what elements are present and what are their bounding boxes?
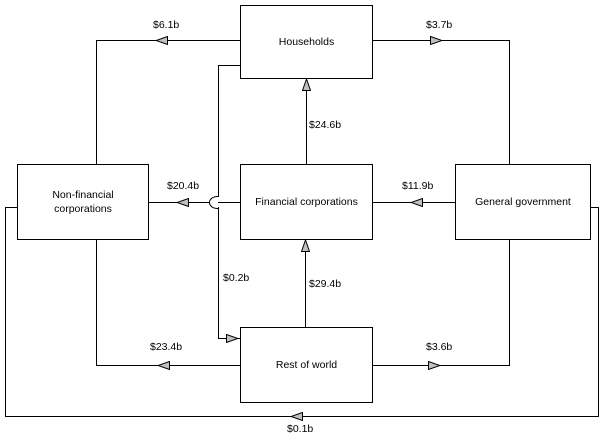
flow-line-hh-to-row-h1 xyxy=(218,65,240,66)
line-crossing-hop xyxy=(209,196,218,209)
node-general-government: General government xyxy=(455,164,591,240)
flow-line-hh-to-gg-v xyxy=(509,40,510,164)
flow-label-row-to-gg: $3.6b xyxy=(426,341,453,353)
flow-line-hh-to-row-v2 xyxy=(218,207,219,338)
flow-label-gg-to-nfc: $0.1b xyxy=(287,423,314,435)
flow-line-gg-to-nfc-v-right xyxy=(598,207,599,417)
flow-line-row-to-nfc-v xyxy=(96,239,97,366)
flow-label-hh-to-nfc: $6.1b xyxy=(153,19,180,31)
node-households: Households xyxy=(240,5,373,79)
flow-label-fc-to-nfc: $20.4b xyxy=(167,180,200,192)
flow-line-fc-to-nfc-h xyxy=(148,202,240,203)
arrowhead-left-icon xyxy=(154,35,168,46)
flow-label-hh-to-gg: $3.7b xyxy=(426,19,453,31)
node-financial-corporations: Financial corporations xyxy=(240,164,373,240)
arrowhead-up-icon xyxy=(300,238,311,252)
arrowhead-right-icon xyxy=(428,360,442,371)
flow-line-row-to-gg-v xyxy=(509,239,510,366)
flow-line-row-to-gg-h xyxy=(372,365,510,366)
flow-label-row-to-nfc: $23.4b xyxy=(150,341,183,353)
node-label: General government xyxy=(475,195,571,208)
flow-label-gg-to-fc: $11.9b xyxy=(402,180,434,192)
flow-line-hh-to-row-v1 xyxy=(218,65,219,197)
node-label: Rest of world xyxy=(275,358,338,371)
arrowhead-right-icon xyxy=(226,333,240,344)
flow-label-fc-to-hh: $24.6b xyxy=(309,119,342,131)
node-label: Households xyxy=(278,35,335,48)
arrowhead-left-icon xyxy=(175,197,189,208)
node-rest-of-world: Rest of world xyxy=(240,327,373,403)
flow-line-gg-to-nfc-stub-right xyxy=(590,207,599,208)
flow-line-fc-to-hh-v xyxy=(306,78,307,164)
node-label: Non-financial corporations xyxy=(52,188,114,215)
arrowhead-left-icon xyxy=(156,360,170,371)
flow-line-hh-to-nfc-h xyxy=(96,40,240,41)
node-non-financial-corporations: Non-financial corporations xyxy=(17,164,149,240)
flow-line-gg-to-nfc-stub-left xyxy=(5,207,17,208)
arrowhead-right-icon xyxy=(430,35,444,46)
arrowhead-up-icon xyxy=(301,77,312,91)
node-label: Financial corporations xyxy=(255,195,358,208)
flow-label-hh-to-row: $0.2b xyxy=(223,272,250,284)
flow-line-row-to-fc-v xyxy=(305,239,306,327)
flow-label-row-to-fc: $29.4b xyxy=(309,278,342,290)
arrowhead-left-icon xyxy=(289,411,303,422)
arrowhead-left-icon xyxy=(409,197,423,208)
flow-line-hh-to-nfc-v xyxy=(96,40,97,164)
flow-line-gg-to-nfc-v-left xyxy=(5,207,6,417)
